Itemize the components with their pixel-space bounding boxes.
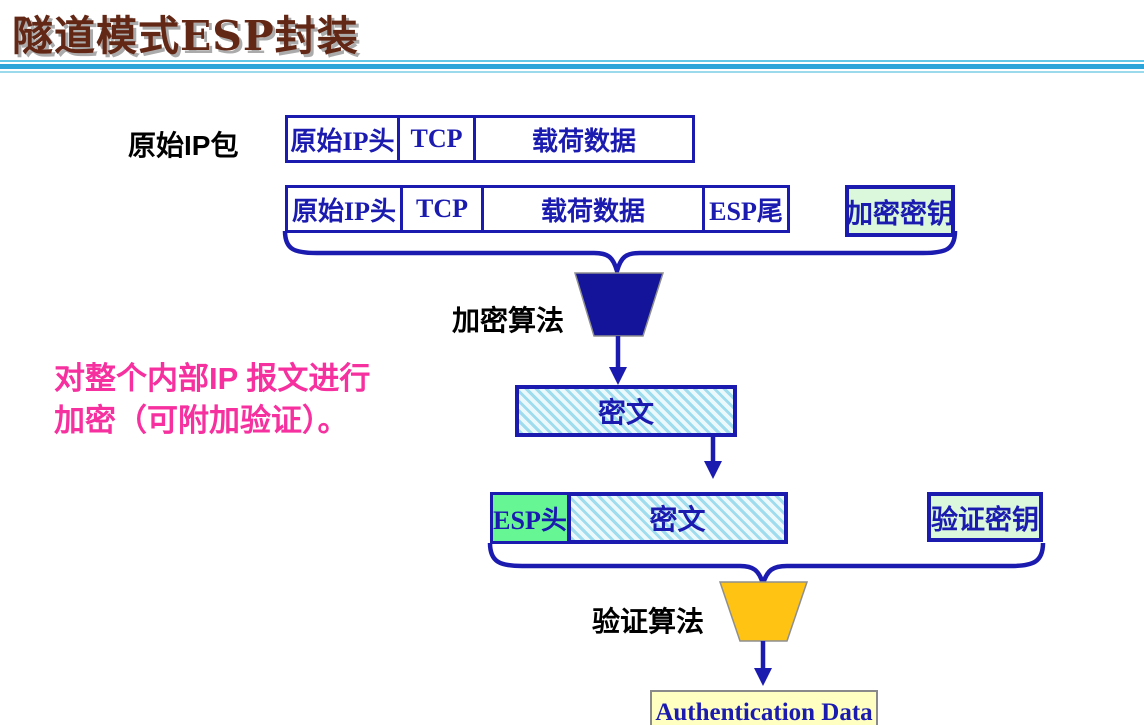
ciphertext-box-1: 密文 [515, 385, 737, 437]
row1-cell-ip-header: 原始IP头 [285, 115, 400, 163]
original-packet-label: 原始IP包 [128, 130, 239, 161]
esp-header-box: ESP头 [490, 492, 570, 544]
encryption-key-box: 加密密钥 [845, 185, 955, 237]
arrowhead [609, 367, 627, 385]
encrypt-funnel-icon [573, 272, 665, 337]
ciphertext-box-2: 密文 [567, 492, 788, 544]
title-divider-line [0, 60, 1144, 73]
authentication-data-box: Authentication Data [650, 690, 878, 725]
verify-algorithm-label: 验证算法 [592, 606, 705, 637]
arrowhead [754, 668, 772, 686]
row1-cell-payload: 载荷数据 [473, 115, 695, 163]
gather-brace-verify [487, 542, 1046, 593]
arrowhead [704, 461, 722, 479]
side-note: 对整个内部IP 报文进行 加密（可附加验证）。 [54, 358, 370, 442]
side-note-line2: 加密（可附加验证）。 [54, 403, 349, 438]
row2-cell-esp-trailer: ESP尾 [702, 185, 790, 233]
gather-brace-encrypt [282, 230, 958, 280]
row2-cell-ip-header: 原始IP头 [285, 185, 403, 233]
side-note-line1: 对整个内部IP 报文进行 [54, 361, 371, 396]
row1-cell-tcp: TCP [397, 115, 476, 163]
encrypt-algorithm-label: 加密算法 [452, 305, 565, 336]
verify-funnel-icon [718, 581, 809, 642]
verification-key-box: 验证密钥 [927, 492, 1043, 542]
row2-cell-payload: 载荷数据 [481, 185, 705, 233]
row2-cell-tcp: TCP [400, 185, 484, 233]
page-title: 隧道模式ESP封装 [12, 12, 359, 60]
